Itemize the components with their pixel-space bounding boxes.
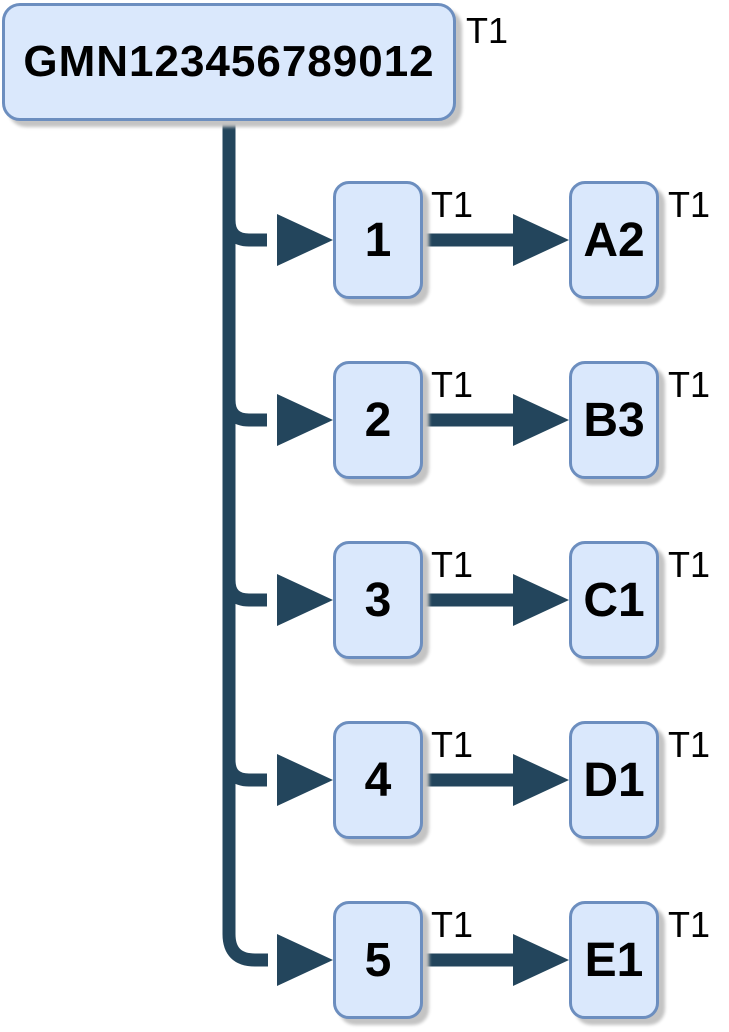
node-label: 3 [364, 573, 392, 627]
tag-source-3: T1 [431, 544, 474, 585]
tag-target-3: T1 [668, 544, 711, 585]
tag-source-1: T1 [431, 184, 474, 225]
branch-arrowhead-icon-2 [277, 394, 333, 446]
node-target-5[interactable]: E1 [569, 901, 659, 1019]
tag-target-1: T1 [668, 184, 711, 225]
node-target-1[interactable]: A2 [569, 181, 659, 299]
tag-target-2: T1 [668, 364, 711, 405]
branch-connector-3 [222, 579, 267, 607]
branch-connector-2 [222, 399, 267, 427]
node-label: B3 [583, 393, 645, 447]
node-root[interactable]: GMN123456789012 [2, 3, 456, 121]
edge-arrowhead-icon-4 [513, 754, 569, 806]
tag-target-4: T1 [668, 724, 711, 765]
edge-arrowhead-icon-3 [513, 574, 569, 626]
tag-root: T1 [466, 10, 509, 51]
edge-arrowhead-icon-5 [513, 934, 569, 986]
node-label: 2 [364, 393, 392, 447]
tag-source-2: T1 [431, 364, 474, 405]
edge-arrowhead-icon-1 [513, 214, 569, 266]
node-label: 1 [364, 213, 392, 267]
branch-connector-1 [222, 219, 267, 247]
node-label: E1 [584, 933, 644, 987]
node-target-2[interactable]: B3 [569, 361, 659, 479]
node-source-2[interactable]: 2 [333, 361, 423, 479]
node-label: C1 [583, 573, 645, 627]
tag-source-5: T1 [431, 904, 474, 945]
node-source-4[interactable]: 4 [333, 721, 423, 839]
branch-connector-4 [222, 759, 267, 787]
node-source-3[interactable]: 3 [333, 541, 423, 659]
node-label: 4 [364, 753, 392, 807]
trunk-connector [222, 116, 268, 967]
node-label: D1 [583, 753, 645, 807]
node-target-4[interactable]: D1 [569, 721, 659, 839]
edge-arrowhead-icon-2 [513, 394, 569, 446]
node-source-1[interactable]: 1 [333, 181, 423, 299]
node-label: A2 [583, 213, 645, 267]
tag-target-5: T1 [668, 904, 711, 945]
node-label: 5 [364, 933, 392, 987]
tag-source-4: T1 [431, 724, 474, 765]
branch-arrowhead-icon-5 [277, 934, 333, 986]
branch-arrowhead-icon-3 [277, 574, 333, 626]
node-target-3[interactable]: C1 [569, 541, 659, 659]
branch-arrowhead-icon-1 [277, 214, 333, 266]
node-source-5[interactable]: 5 [333, 901, 423, 1019]
branch-arrowhead-icon-4 [277, 754, 333, 806]
node-root-label: GMN123456789012 [23, 37, 435, 86]
